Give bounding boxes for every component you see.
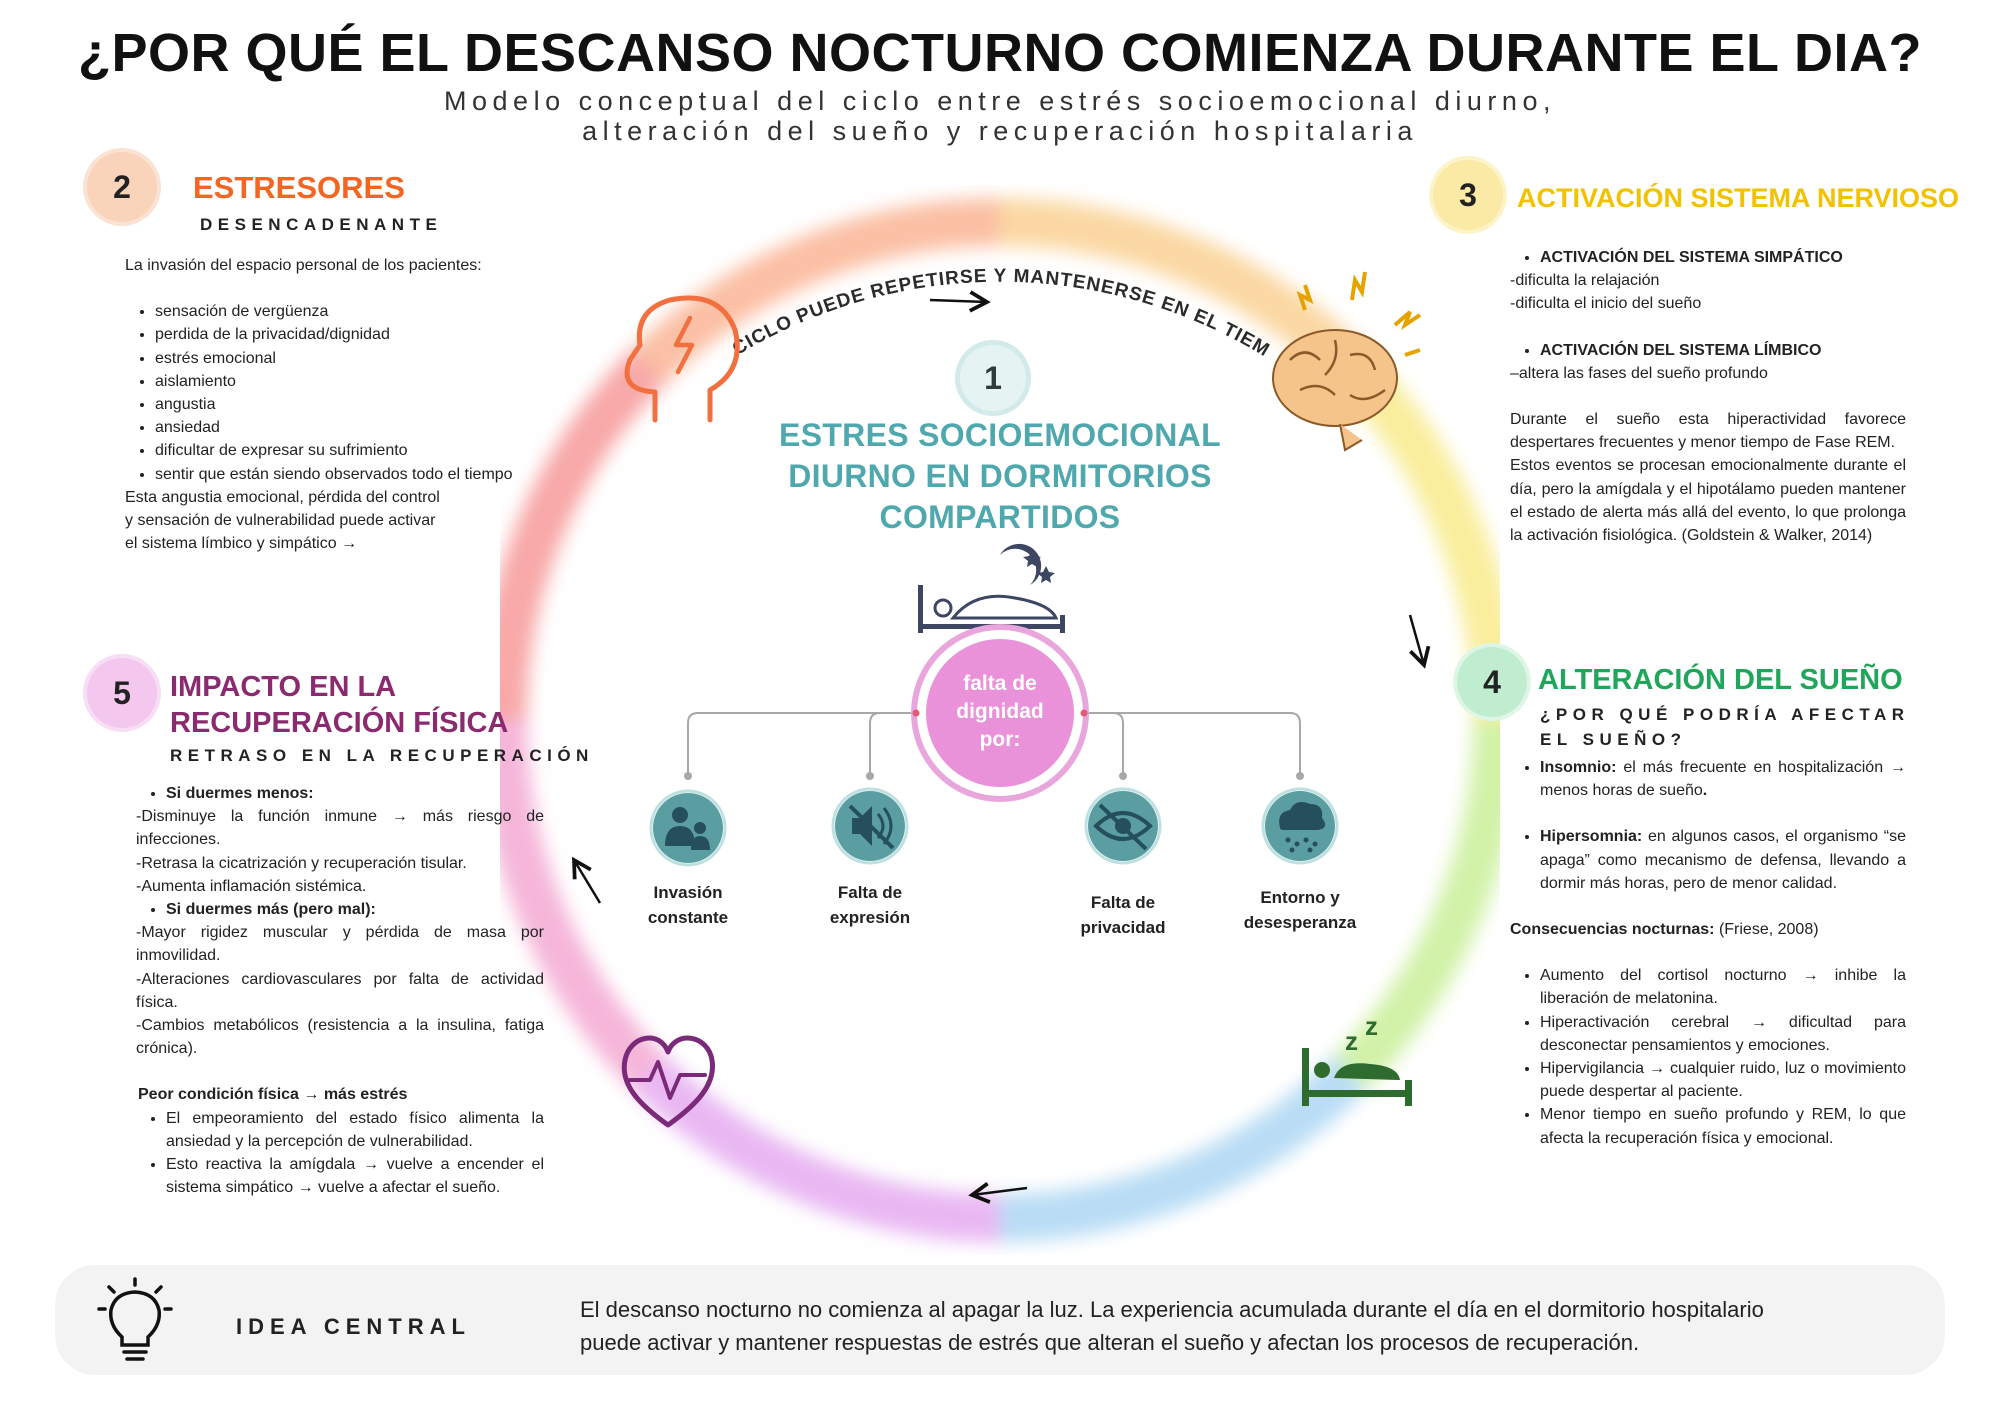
activacion-title: ACTIVACIÓN SISTEMA NERVIOSO bbox=[1517, 183, 1960, 213]
page-subtitle-line1: Modelo conceptual del ciclo entre estrés… bbox=[444, 86, 1556, 116]
alteracion-body: Insomnio: el más frecuente en hospitaliz… bbox=[1510, 756, 1906, 1150]
list-item: sensación de vergüenza bbox=[155, 300, 517, 323]
item-label-invasion: Invasión constante bbox=[647, 883, 729, 927]
alteracion-title: ALTERACIÓN DEL SUEÑO bbox=[1538, 664, 1903, 696]
ring-segment bbox=[999, 1055, 1367, 1242]
center-title: ESTRES SOCIOEMOCIONAL DIURNO EN DORMITOR… bbox=[779, 417, 1221, 535]
list-item: ansiedad bbox=[155, 416, 517, 439]
step-2-number: 2 bbox=[87, 152, 157, 222]
lightbulb-icon bbox=[97, 1277, 173, 1361]
list-item: dificultar de expresar su sufrimiento bbox=[155, 439, 517, 462]
item-label-expresion: Falta de expresión bbox=[829, 883, 911, 927]
impacto-subtitle: RETRASO EN LA RECUPERACIÓN bbox=[170, 746, 594, 765]
consecuencias-list: Aumento del cortisol nocturno → inhibe l… bbox=[1510, 964, 1906, 1150]
sleeping-bed-icon: z z bbox=[1302, 1011, 1412, 1106]
list-item: Esto reactiva la amígdala → vuelve a enc… bbox=[166, 1153, 544, 1199]
impacto-title: IMPACTO EN LA RECUPERACIÓN FÍSICA bbox=[170, 671, 509, 739]
list-item: Hipervigilancia → cualquier ruido, luz o… bbox=[1540, 1057, 1906, 1103]
hub-circle bbox=[926, 639, 1074, 787]
brain-icon bbox=[1272, 271, 1422, 452]
list-item: Aumento del cortisol nocturno → inhibe l… bbox=[1540, 964, 1906, 1010]
list-item: angustia bbox=[155, 393, 517, 416]
idea-central-text: El descanso nocturno no comienza al apag… bbox=[580, 1297, 1764, 1355]
alteracion-subtitle: ¿POR QUÉ PODRÍA AFECTAR EL SUEÑO? bbox=[1540, 705, 1910, 749]
estresores-title: ESTRESORES bbox=[193, 170, 405, 205]
list-item: sentir que están siendo observados todo … bbox=[155, 463, 517, 486]
estresores-subtitle: DESENCADENANTE bbox=[200, 215, 443, 234]
list-item: El empeoramiento del estado físico alime… bbox=[166, 1107, 544, 1153]
hub-text: falta de dignidad por: bbox=[956, 672, 1044, 751]
cycle-arrow-right bbox=[1408, 614, 1424, 665]
step-3-number: 3 bbox=[1433, 160, 1503, 230]
impacto-body: Si duermes menos: -Disminuye la función … bbox=[136, 782, 544, 1199]
list-item: estrés emocional bbox=[155, 347, 517, 370]
ring-segment bbox=[500, 349, 666, 721]
head-stress-icon bbox=[624, 295, 740, 423]
ring-segment bbox=[632, 197, 1001, 384]
cycle-arrow-left bbox=[574, 860, 602, 904]
ring-segment bbox=[500, 719, 666, 1090]
cycle-arrow-bottom bbox=[972, 1188, 1028, 1195]
page-title: ¿POR QUÉ EL DESCANSO NOCTURNO COMIENZA D… bbox=[77, 23, 1923, 83]
list-item: Hipersomnia: en algunos casos, el organi… bbox=[1540, 825, 1906, 895]
ring-segment bbox=[1333, 719, 1500, 1091]
step-1-number: 1 bbox=[955, 340, 1031, 416]
cycle-arrow-top bbox=[929, 300, 987, 302]
svg-text:z: z bbox=[1365, 1011, 1378, 1041]
rain-cloud-icon bbox=[1261, 787, 1339, 865]
heart-pulse-icon bbox=[621, 1035, 715, 1128]
list-item: aislamiento bbox=[155, 370, 517, 393]
list-item: Insomnio: el más frecuente en hospitaliz… bbox=[1540, 756, 1906, 802]
people-icon bbox=[649, 789, 727, 867]
list-item: Hiperactivación cerebral → dificultad pa… bbox=[1540, 1011, 1906, 1057]
item-label-privacidad: Falta de privacidad bbox=[1080, 893, 1166, 937]
eye-slash-icon bbox=[1084, 787, 1162, 865]
idea-central-label: IDEA CENTRAL bbox=[236, 1314, 471, 1339]
peor-list: El empeoramiento del estado físico alime… bbox=[136, 1107, 544, 1200]
item-label-entorno: Entorno y desesperanza bbox=[1243, 888, 1357, 932]
page-subtitle-line2: alteración del sueño y recuperación hosp… bbox=[582, 116, 1418, 146]
step-4-number: 4 bbox=[1457, 647, 1527, 717]
estresores-list: sensación de vergüenza perdida de la pri… bbox=[125, 300, 517, 486]
list-item: perdida de la privacidad/dignidad bbox=[155, 323, 517, 346]
list-item: Menor tiempo en sueño profundo y REM, lo… bbox=[1540, 1103, 1906, 1149]
cycle-diagram: EL CICLO PUEDE REPETIRSE Y MANTENERSE EN… bbox=[500, 185, 1500, 1242]
moon-bed-icon bbox=[918, 543, 1065, 633]
idea-central-box bbox=[55, 1265, 1945, 1375]
step-5-number: 5 bbox=[87, 658, 157, 728]
connector-tree bbox=[687, 712, 1301, 773]
connector-dots bbox=[684, 772, 1304, 780]
svg-text:z: z bbox=[1345, 1026, 1358, 1056]
estresores-body: La invasión del espacio personal de los … bbox=[125, 254, 517, 555]
ring-segment bbox=[999, 198, 1367, 384]
mute-icon bbox=[831, 787, 909, 865]
activacion-body: ACTIVACIÓN DEL SISTEMA SIMPÁTICO -dificu… bbox=[1510, 246, 1906, 547]
